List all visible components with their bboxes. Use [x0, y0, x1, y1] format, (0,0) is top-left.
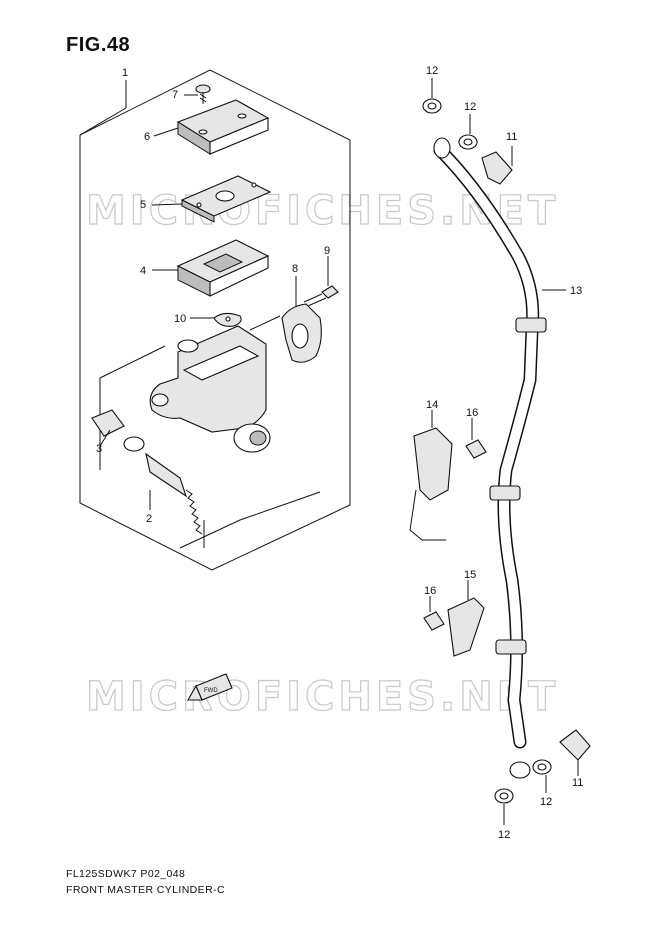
reservoir-cap-part-6: [153, 99, 270, 155]
callout-2: 2: [146, 513, 152, 525]
fwd-label: FWD: [204, 688, 218, 694]
washer-part-10: [190, 312, 242, 327]
washer-part-12-set: [422, 78, 552, 825]
callout-12-c: 12: [540, 796, 552, 808]
callout-5: 5: [140, 199, 146, 211]
screw-part-7: [184, 84, 211, 104]
callout-11-top: 11: [506, 131, 517, 143]
callout-9: 9: [324, 245, 330, 257]
callout-13: 13: [570, 285, 582, 297]
figure-title: FIG.48: [66, 34, 131, 56]
fwd-arrow-icon: FWD: [187, 673, 233, 701]
callout-12-a: 12: [426, 65, 438, 77]
callout-14: 14: [426, 399, 438, 411]
callout-7: 7: [172, 89, 178, 101]
callout-15: 15: [464, 569, 476, 581]
diaphragm-part-4: [152, 239, 270, 297]
callout-16-bottom: 16: [424, 585, 436, 597]
callout-8: 8: [292, 263, 298, 275]
bolt-part-9: [303, 256, 339, 307]
assembly-outline: [79, 69, 351, 571]
callout-12-d: 12: [498, 829, 510, 841]
callout-10: 10: [174, 313, 186, 325]
master-cylinder-body: [149, 315, 281, 453]
callout-1: 1: [122, 67, 128, 79]
callout-6: 6: [144, 131, 150, 143]
piston-part-2: [145, 452, 205, 548]
bolt-part-16-set: [423, 418, 487, 631]
model-code: FL125SDWK7 P02_048: [66, 868, 186, 880]
plate-part-5: [151, 175, 272, 223]
brake-hose-part-13: [433, 137, 566, 779]
callout-4: 4: [140, 265, 146, 277]
callout-16-top: 16: [466, 407, 478, 419]
watermark-bottom: MICROFICHES.NET: [86, 674, 559, 720]
callout-11-bottom: 11: [572, 777, 583, 789]
assembly-name: FRONT MASTER CYLINDER-C: [66, 884, 225, 896]
bolt-part-11-set: [481, 146, 591, 776]
callout-3: 3: [96, 443, 102, 455]
callout-12-b: 12: [464, 101, 476, 113]
clip-part-15: [447, 580, 485, 657]
bracket-part-14: [409, 410, 453, 541]
clamp-part-8: [281, 276, 322, 363]
boot-part-3: [91, 409, 145, 452]
